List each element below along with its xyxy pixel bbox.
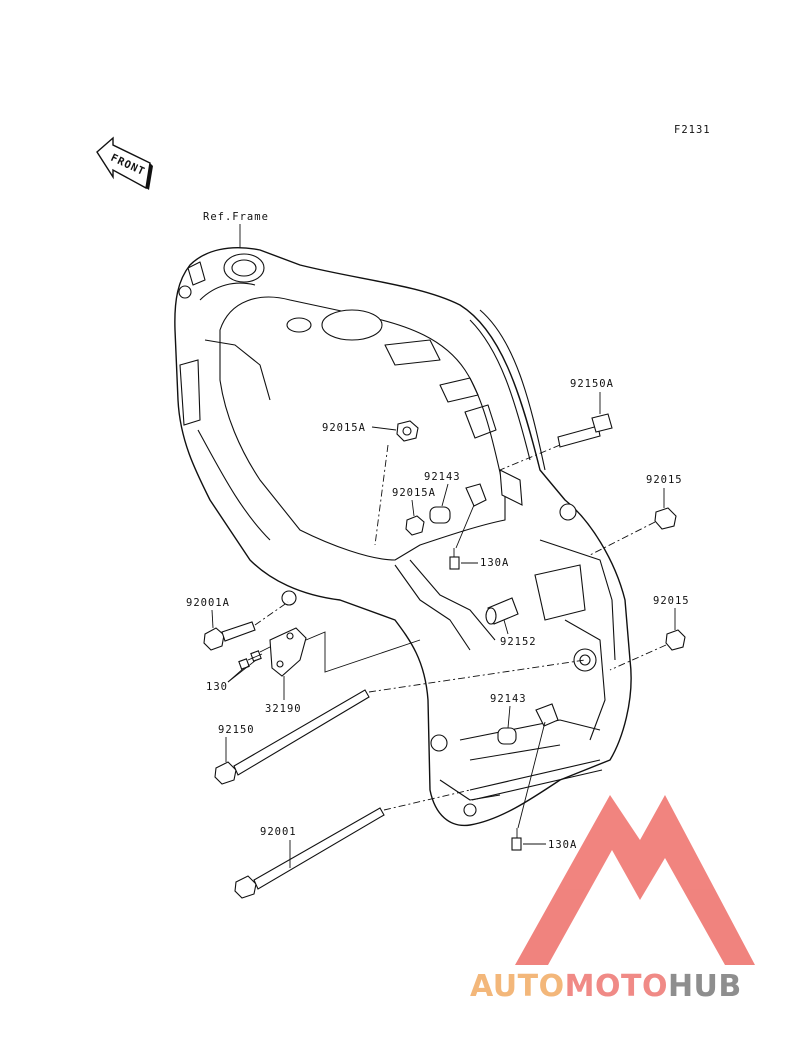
motorcycle-frame xyxy=(174,247,632,827)
bolts-130 xyxy=(238,645,273,670)
watermark-moto: MOTO xyxy=(565,969,668,1004)
watermark-auto: AUTO xyxy=(470,969,565,1004)
label-92015A-mid: 92015A xyxy=(392,487,436,499)
label-130A-top: 130A xyxy=(480,557,509,569)
label-92143-top: 92143 xyxy=(424,471,461,483)
label-92150A: 92150A xyxy=(570,378,614,390)
automotohub-logo-icon xyxy=(515,795,755,965)
ref-frame-label: Ref.Frame xyxy=(203,211,269,223)
front-arrow-icon: FRONT xyxy=(96,136,153,190)
nut-92015A-mid xyxy=(405,515,425,536)
spacer-92152 xyxy=(485,597,519,625)
watermark-hub: HUB xyxy=(668,969,742,1004)
label-92015-mid: 92015 xyxy=(653,595,690,607)
bolt-92150A xyxy=(557,413,613,448)
label-92143-bottom: 92143 xyxy=(490,693,527,705)
label-92015A-top: 92015A xyxy=(322,422,366,434)
bolt-130A-top xyxy=(449,548,460,570)
bolt-92150 xyxy=(214,689,370,785)
bolt-92001A xyxy=(203,621,256,651)
bracket-32190 xyxy=(269,627,307,677)
figure-code: F2131 xyxy=(674,124,711,136)
watermark-text: AUTOMOTOHUB xyxy=(470,969,742,1004)
label-92001A: 92001A xyxy=(186,597,230,609)
nut-92015-top xyxy=(654,507,677,530)
collar-92143-bottom xyxy=(497,703,559,745)
label-130: 130 xyxy=(206,681,228,693)
label-92001: 92001 xyxy=(260,826,297,838)
nut-92015-mid xyxy=(665,629,686,651)
bolt-92001 xyxy=(234,807,385,899)
bolt-130A-bottom xyxy=(511,828,522,851)
collar-92143-top xyxy=(429,483,487,524)
label-32190: 32190 xyxy=(265,703,302,715)
label-130A-bottom: 130A xyxy=(548,839,577,851)
label-92150: 92150 xyxy=(218,724,255,736)
svg-text:AUTOMOTOHUB: AUTOMOTOHUB xyxy=(470,969,742,1004)
label-92152: 92152 xyxy=(500,636,537,648)
label-92015-top: 92015 xyxy=(646,474,683,486)
nut-92015A-top xyxy=(396,420,419,442)
